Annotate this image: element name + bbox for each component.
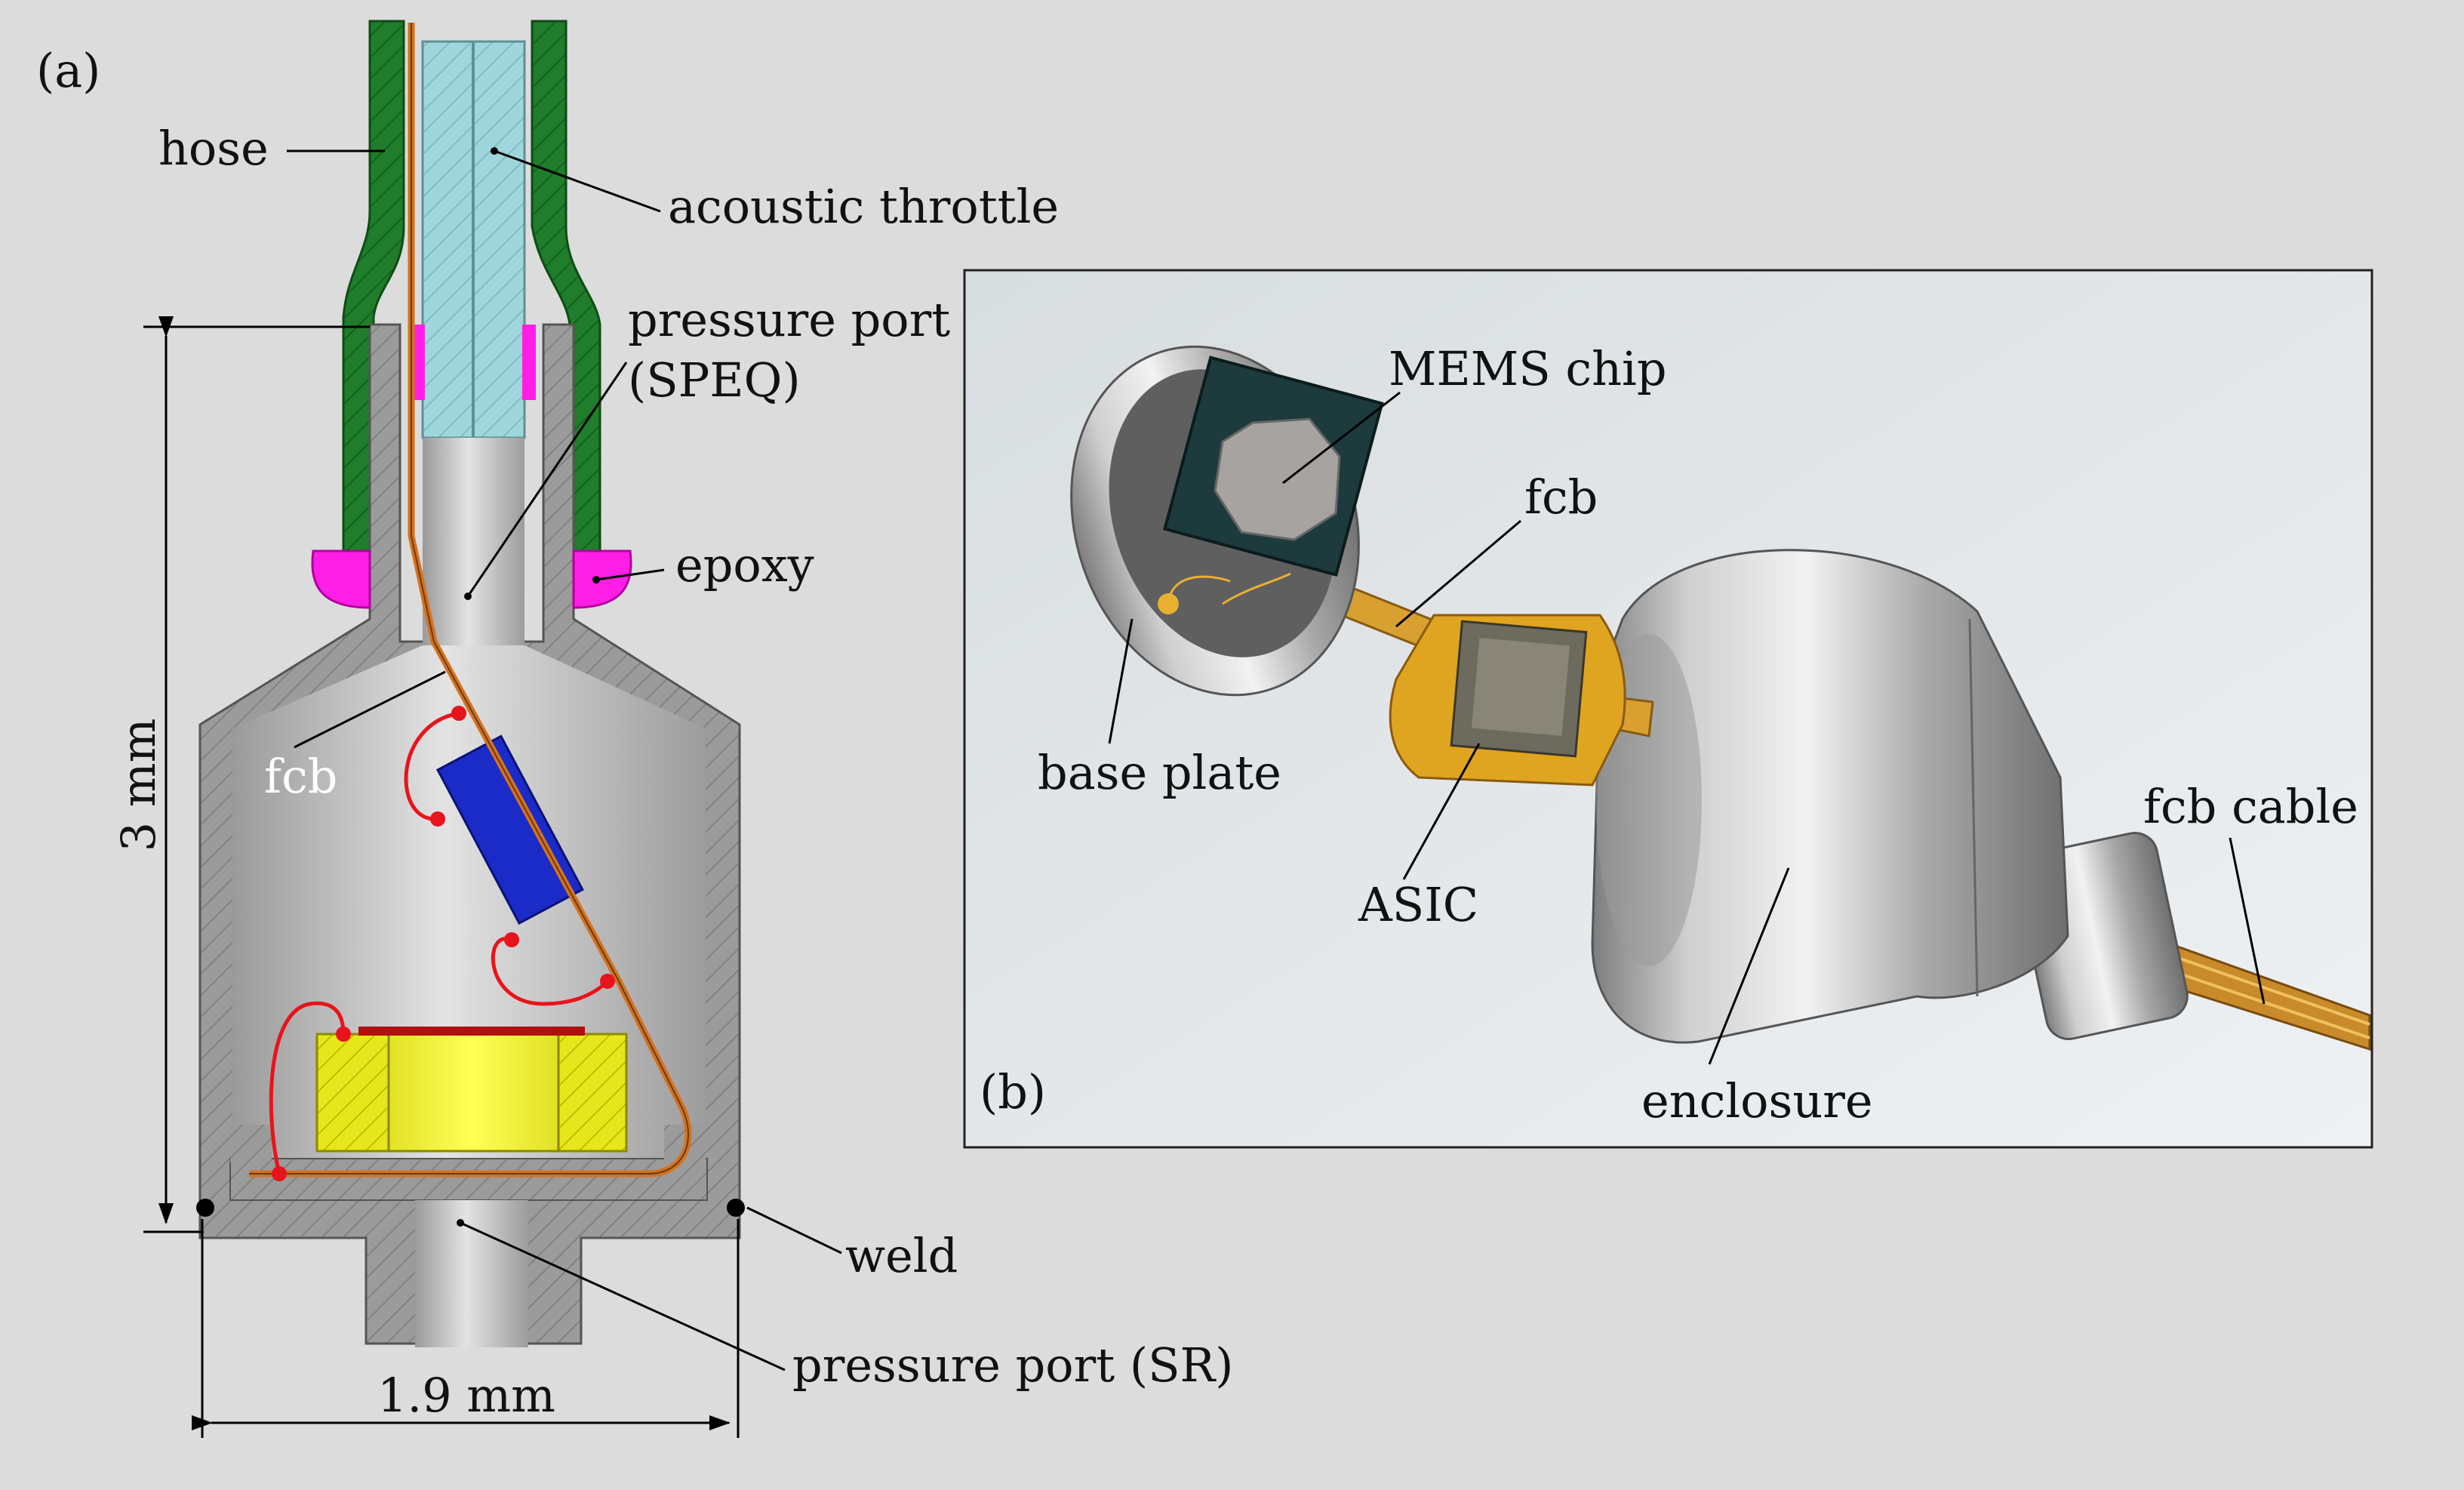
base-plate-step-left xyxy=(230,1125,272,1162)
asic-die xyxy=(1471,637,1570,737)
label-weld: weld xyxy=(845,1228,958,1283)
panel-a-tag: (a) xyxy=(36,43,100,98)
leader-fcb-cable xyxy=(2229,837,2266,1005)
label-pressure-port-speq-2: (SPEQ) xyxy=(628,352,801,408)
mems-chip-right-hatch xyxy=(557,1033,628,1153)
enclosure-shoulder xyxy=(1968,618,1979,997)
leader-speq xyxy=(466,362,628,597)
leader-weld xyxy=(746,1206,842,1254)
dim-width-label: 1.9 mm xyxy=(377,1368,555,1423)
mems-chip-left-hatch xyxy=(315,1033,390,1153)
mems-membrane xyxy=(358,1027,585,1036)
throttle-seal-right xyxy=(522,325,536,400)
label-pressure-port-speq: pressure port xyxy=(628,292,950,347)
enclosure-photo xyxy=(1591,549,2069,1044)
weld-left xyxy=(196,1199,214,1217)
leader-epoxy xyxy=(595,568,665,581)
label-hose: hose xyxy=(158,121,269,176)
label-base-plate: base plate xyxy=(1038,745,1281,800)
leader-fcb-b xyxy=(1395,519,1521,628)
label-enclosure: enclosure xyxy=(1641,1073,1873,1128)
leader-enclosure xyxy=(1708,867,1790,1065)
pressure-port-sr-channel xyxy=(415,1200,528,1347)
leader-mems-chip xyxy=(1282,391,1401,485)
label-epoxy: epoxy xyxy=(675,537,814,593)
bond-wire-3 xyxy=(269,1001,346,1174)
bond-wire-1 xyxy=(404,711,460,821)
label-acoustic-throttle: acoustic throttle xyxy=(668,179,1059,234)
leader-base-plate xyxy=(1108,618,1134,744)
epoxy-left xyxy=(311,550,371,609)
label-asic: ASIC xyxy=(1358,877,1478,932)
leader-speq-dot xyxy=(464,593,472,600)
leader-asic xyxy=(1402,743,1481,880)
label-fcb-b: fcb xyxy=(1524,469,1598,525)
mems-membrane-photo xyxy=(1214,417,1341,541)
bond-wire-2 xyxy=(491,937,609,1006)
bond-pads xyxy=(272,706,615,1181)
leader-fcb xyxy=(294,670,446,749)
fcb-strip-edge xyxy=(249,23,690,1174)
label-fcb-cable: fcb cable xyxy=(2143,779,2358,834)
leader-sr-dot xyxy=(457,1219,464,1227)
leader-epoxy-dot xyxy=(592,576,600,583)
label-fcb-a: fcb xyxy=(264,749,337,804)
label-pressure-port-sr: pressure port (SR) xyxy=(792,1338,1233,1393)
panel-b-tag: (b) xyxy=(980,1064,1046,1119)
weld-right xyxy=(727,1199,745,1217)
panel-a: (a) xyxy=(36,20,1233,1438)
dim-height-label: 3 mm xyxy=(111,719,166,852)
leader-throttle xyxy=(494,149,661,213)
fcb-cable-trace-1 xyxy=(2158,950,2370,1026)
leader-sr xyxy=(460,1221,786,1371)
mems-bond-wires xyxy=(1168,572,1291,605)
panel-b: (b) MEMS chip fcb base plate ASIC enclos… xyxy=(963,269,2373,1149)
leader-throttle-dot xyxy=(491,147,498,155)
asic-section xyxy=(435,734,584,925)
mems-bond-ball xyxy=(1158,593,1179,614)
pressure-port-speq-channel xyxy=(423,438,524,649)
label-mems-chip: MEMS chip xyxy=(1389,341,1667,396)
base-plate xyxy=(229,1158,708,1201)
